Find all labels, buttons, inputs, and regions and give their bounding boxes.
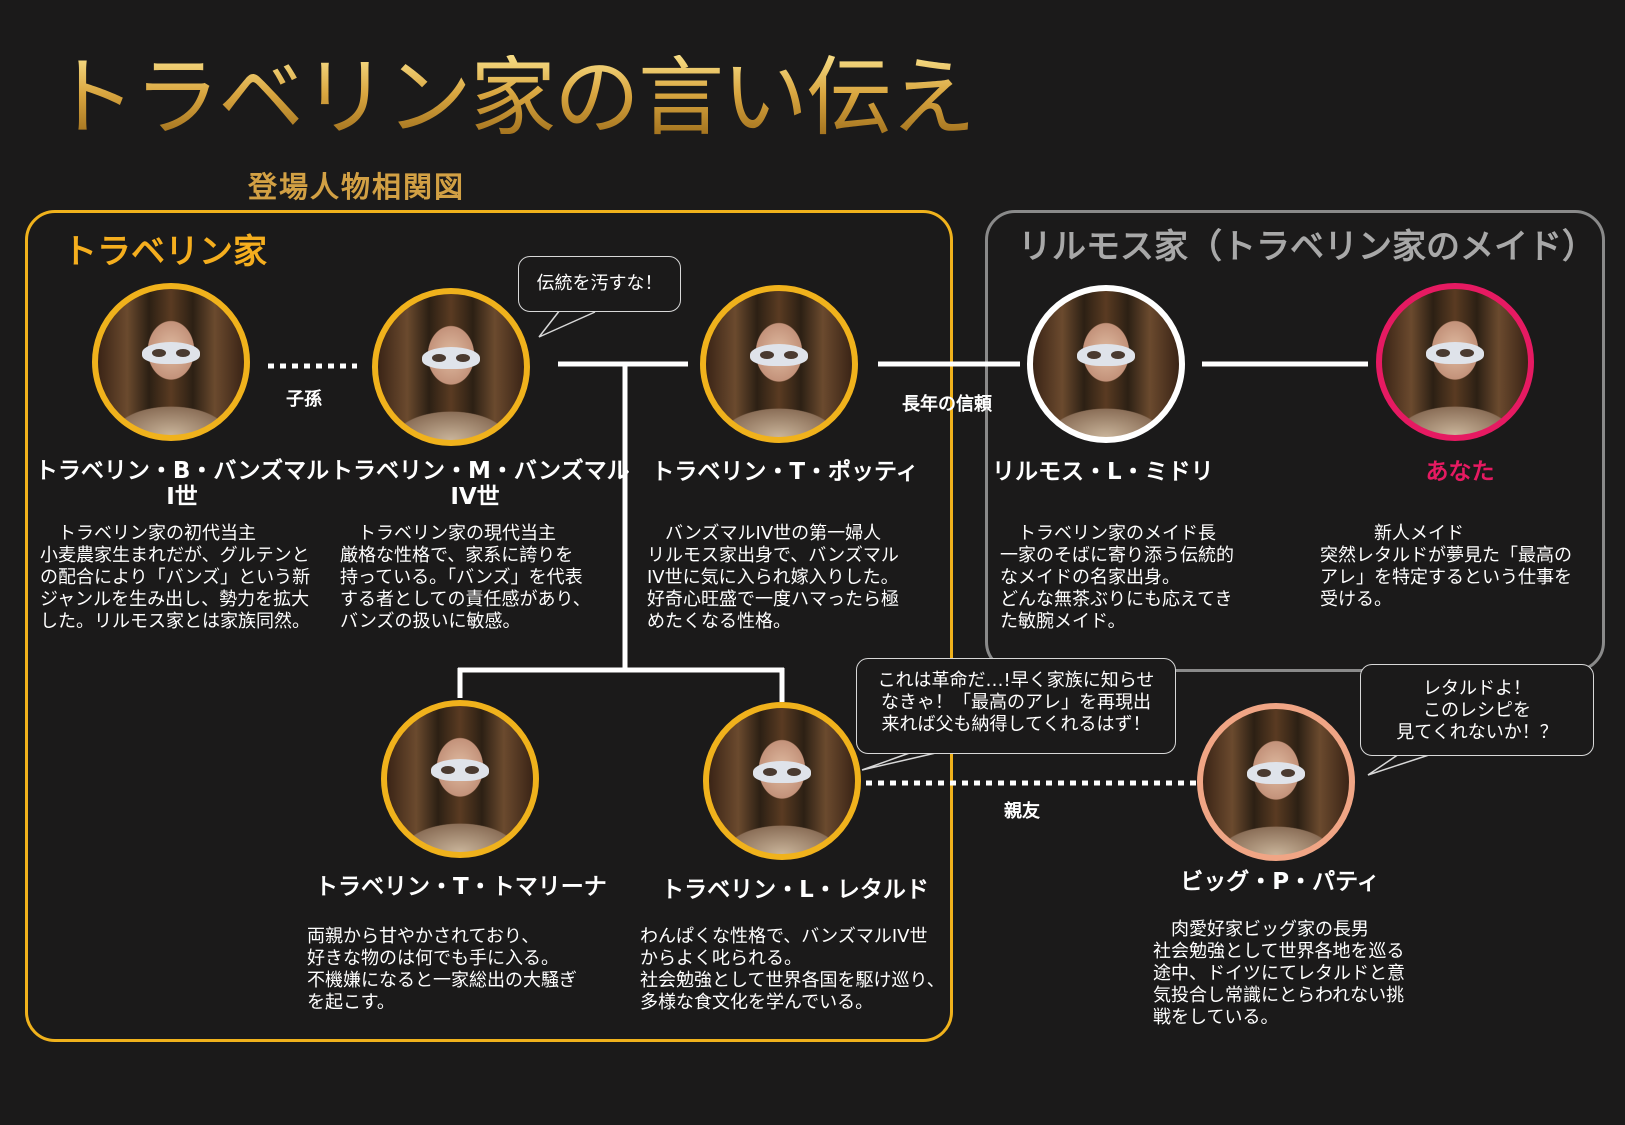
bubble-tail-patty — [1367, 751, 1439, 776]
mask-icon — [753, 760, 811, 783]
mask-icon — [422, 346, 480, 369]
name-midori: リルモス・L・ミドリ — [992, 459, 1214, 485]
portrait-t-potty — [700, 285, 858, 443]
bubble-tail-m — [538, 309, 596, 338]
page-title: トラベリン家の言い伝え — [50, 48, 976, 148]
portrait-midori — [1027, 285, 1185, 443]
relation-label-best-friend: 親友 — [1004, 801, 1040, 822]
name-anata: あなた — [1425, 459, 1495, 485]
desc-retard: わんぱくな性格で、バンズマルIV世 からよく叱られる。 社会勉強として世界各国を… — [640, 926, 945, 1013]
name-tomarina: トラベリン・T・トマリーナ — [315, 874, 607, 900]
portrait-b — [92, 283, 250, 441]
portrait-retard — [703, 702, 861, 860]
relation-label-descendant: 子孫 — [286, 389, 322, 410]
mask-icon — [750, 343, 808, 366]
name-m: トラベリン・M・バンズマル IV世 — [330, 458, 630, 511]
desc-midori: トラベリン家のメイド長 一家のそばに寄り添う伝統的 なメイドの名家出身。 どんな… — [1000, 523, 1234, 632]
desc-b: トラベリン家の初代当主 小麦農家生まれだが、グルテンと の配合により「バンズ」と… — [40, 523, 311, 632]
speech-bubble-patty: レタルドよ！ このレシピを 見てくれないか！？ — [1360, 664, 1594, 756]
speech-bubble-m: 伝統を汚すな！ — [518, 256, 681, 312]
portrait-patty — [1197, 703, 1355, 861]
portrait-anata — [1376, 283, 1534, 441]
rilmos-family-frame — [985, 210, 1605, 672]
desc-t-potty: バンズマルIV世の第一婦人 リルモス家出身で、バンズマル IV世に気に入られ嫁入… — [647, 523, 899, 632]
mask-icon — [431, 758, 489, 781]
desc-anata: 新人メイド 突然レタルドが夢見た「最高の アレ」を特定するという仕事を 受ける。 — [1320, 523, 1572, 610]
name-t-potty: トラベリン・T・ポッティ — [651, 459, 919, 485]
mask-icon — [1426, 341, 1484, 364]
travelin-family-frame — [25, 210, 953, 1042]
name-b: トラベリン・B・バンズマル I世 — [34, 458, 330, 511]
name-retard: トラベリン・L・レタルド — [661, 877, 929, 903]
bubble-tail-retard — [861, 749, 941, 771]
travelin-family-label: トラベリン家 — [63, 232, 267, 272]
mask-icon — [1077, 343, 1135, 366]
name-patty: ビッグ・P・パティ — [1180, 869, 1380, 895]
desc-tomarina: 両親から甘やかされており、 好きな物のは何でも手に入る。 不機嫌になると一家総出… — [307, 926, 577, 1013]
rilmos-family-label: リルモス家（トラベリン家のメイド） — [1018, 227, 1596, 267]
portrait-tomarina — [381, 700, 539, 858]
speech-bubble-retard: これは革命だ…!早く家族に知らせ なきゃ！「最高のアレ」を再現出 来れば父も納得… — [856, 658, 1176, 754]
desc-patty: 肉愛好家ビッグ家の長男 社会勉強として世界各地を巡る 途中、ドイツにてレタルドと… — [1153, 919, 1405, 1028]
page-subtitle: 登場人物相関図 — [248, 170, 466, 204]
relation-label-trust: 長年の信頼 — [902, 394, 992, 415]
mask-icon — [1247, 761, 1305, 784]
portrait-m — [372, 288, 530, 446]
desc-m: トラベリン家の現代当主 厳格な性格で、家系に誇りを 持っている。「バンズ」を代表… — [340, 523, 591, 632]
mask-icon — [142, 341, 200, 364]
